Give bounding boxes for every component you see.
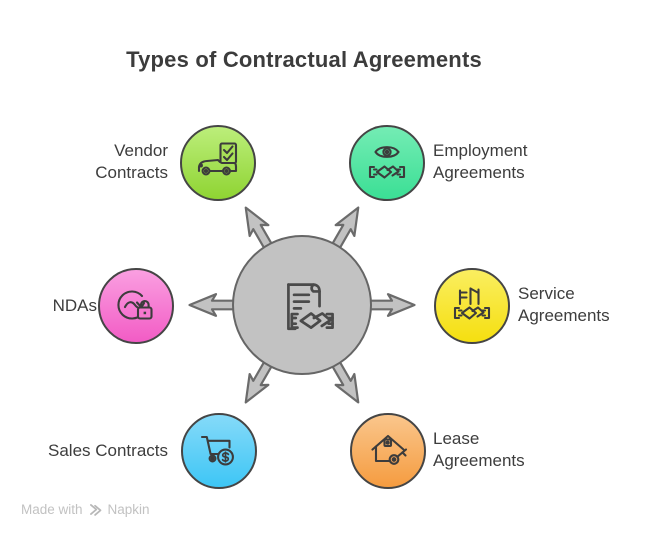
node-sales-contracts bbox=[181, 413, 257, 489]
node-lease-agreements bbox=[350, 413, 426, 489]
label-service-agreements: Service Agreements bbox=[518, 284, 610, 325]
node-vendor-contracts bbox=[180, 125, 256, 201]
label-employment-agreements: Employment Agreements bbox=[433, 141, 528, 182]
car-checklist-icon bbox=[197, 142, 238, 176]
watermark-prefix: Made with bbox=[21, 502, 83, 517]
eye-handshake-icon bbox=[368, 146, 406, 179]
napkin-logo-icon bbox=[89, 504, 101, 516]
contract-document-handshake-icon bbox=[287, 283, 334, 331]
label-vendor-contracts: Vendor Contracts bbox=[95, 141, 168, 182]
node-employment-agreements bbox=[349, 125, 425, 201]
label-sales-contracts: Sales Contracts bbox=[48, 441, 168, 460]
hub-circle bbox=[232, 235, 372, 375]
building-handshake-icon bbox=[453, 287, 491, 320]
watermark-brand: Napkin bbox=[107, 502, 150, 517]
signature-lock-icon bbox=[117, 290, 153, 320]
page-title: Types of Contractual Agreements bbox=[126, 47, 482, 72]
label-ndas: NDAs bbox=[52, 296, 97, 315]
node-service-agreements bbox=[434, 268, 510, 344]
house-key-icon bbox=[371, 434, 408, 465]
label-lease-agreements: Lease Agreements bbox=[433, 429, 525, 470]
node-ndas bbox=[98, 268, 174, 344]
watermark: Made with Napkin bbox=[21, 502, 150, 517]
cart-dollar-icon bbox=[200, 435, 234, 466]
